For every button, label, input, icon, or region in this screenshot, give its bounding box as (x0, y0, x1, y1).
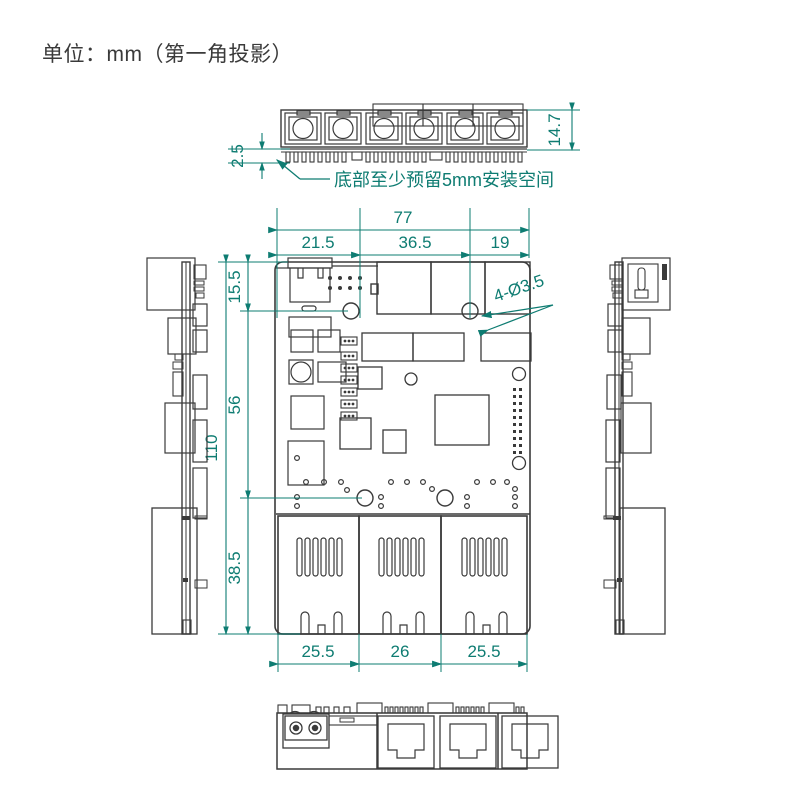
dim-25-5-left: 25.5 (269, 642, 361, 668)
smd-components (287, 329, 347, 486)
bottom-view (276, 702, 559, 770)
usb-connector (287, 257, 333, 338)
dim-label-38-5: 38.5 (225, 551, 244, 584)
dim-56: 56 (225, 303, 251, 500)
header-pin-dots (328, 276, 362, 290)
note-label: 底部至少预留5mm安装空间 (334, 170, 554, 190)
dim-label-14-7: 14.7 (545, 113, 564, 146)
install-clearance-note: 底部至少预留5mm安装空间 (275, 159, 554, 190)
top-view-underside-pins (285, 151, 523, 163)
dim-label-25-5-left: 25.5 (301, 642, 334, 661)
dim-38-5: 38.5 (225, 490, 251, 636)
right-side-view (603, 257, 671, 635)
pin-block-dots (343, 339, 355, 418)
dim-25-5-right: 25.5 (432, 642, 529, 668)
dim-110: 110 (202, 254, 229, 636)
left-side-view (146, 257, 208, 635)
main-chip (339, 394, 490, 454)
dim-label-26: 26 (391, 642, 410, 661)
dim-label-15-5: 15.5 (225, 270, 244, 303)
mid-modules (357, 332, 532, 390)
dim-21-5: 21.5 (268, 233, 362, 259)
dim-36-5: 36.5 (351, 233, 472, 259)
dim-label-56: 56 (225, 396, 244, 415)
dim-label-25-5-right: 25.5 (467, 642, 500, 661)
bottom-rj45-ports (377, 715, 559, 769)
hole-callout: 4-Ø3.5 (477, 271, 554, 337)
hole-callout-label: 4-Ø3.5 (491, 271, 546, 306)
dim-label-36-5: 36.5 (398, 233, 431, 252)
dim-label-21-5: 21.5 (301, 233, 334, 252)
terminal-block (282, 710, 330, 749)
front-view: 77 21.5 36.5 19 (202, 208, 554, 672)
pin-blocks (340, 336, 358, 421)
top-view: 14.7 2.5 底部至少预留5mm安装空间 (228, 102, 580, 190)
page-title: 单位：mm（第一角投影） (42, 43, 293, 66)
dim-label-19: 19 (491, 233, 510, 252)
rj45-jacks (276, 513, 530, 635)
dim-label-2-5: 2.5 (228, 144, 247, 168)
top-modules (370, 261, 531, 315)
dim-26: 26 (350, 642, 443, 668)
dim-label-110: 110 (202, 434, 221, 461)
dim-77: 77 (268, 208, 531, 234)
top-view-modules (284, 110, 524, 145)
vias (294, 455, 518, 510)
dim-label-77: 77 (394, 208, 413, 227)
edge-pin-array (513, 388, 522, 454)
dim-2-5: 2.5 (228, 133, 290, 179)
dim-15-5: 15.5 (225, 254, 251, 313)
dim-19: 19 (461, 233, 531, 259)
mounting-holes (342, 302, 479, 507)
dim-14-7: 14.7 (527, 102, 580, 152)
